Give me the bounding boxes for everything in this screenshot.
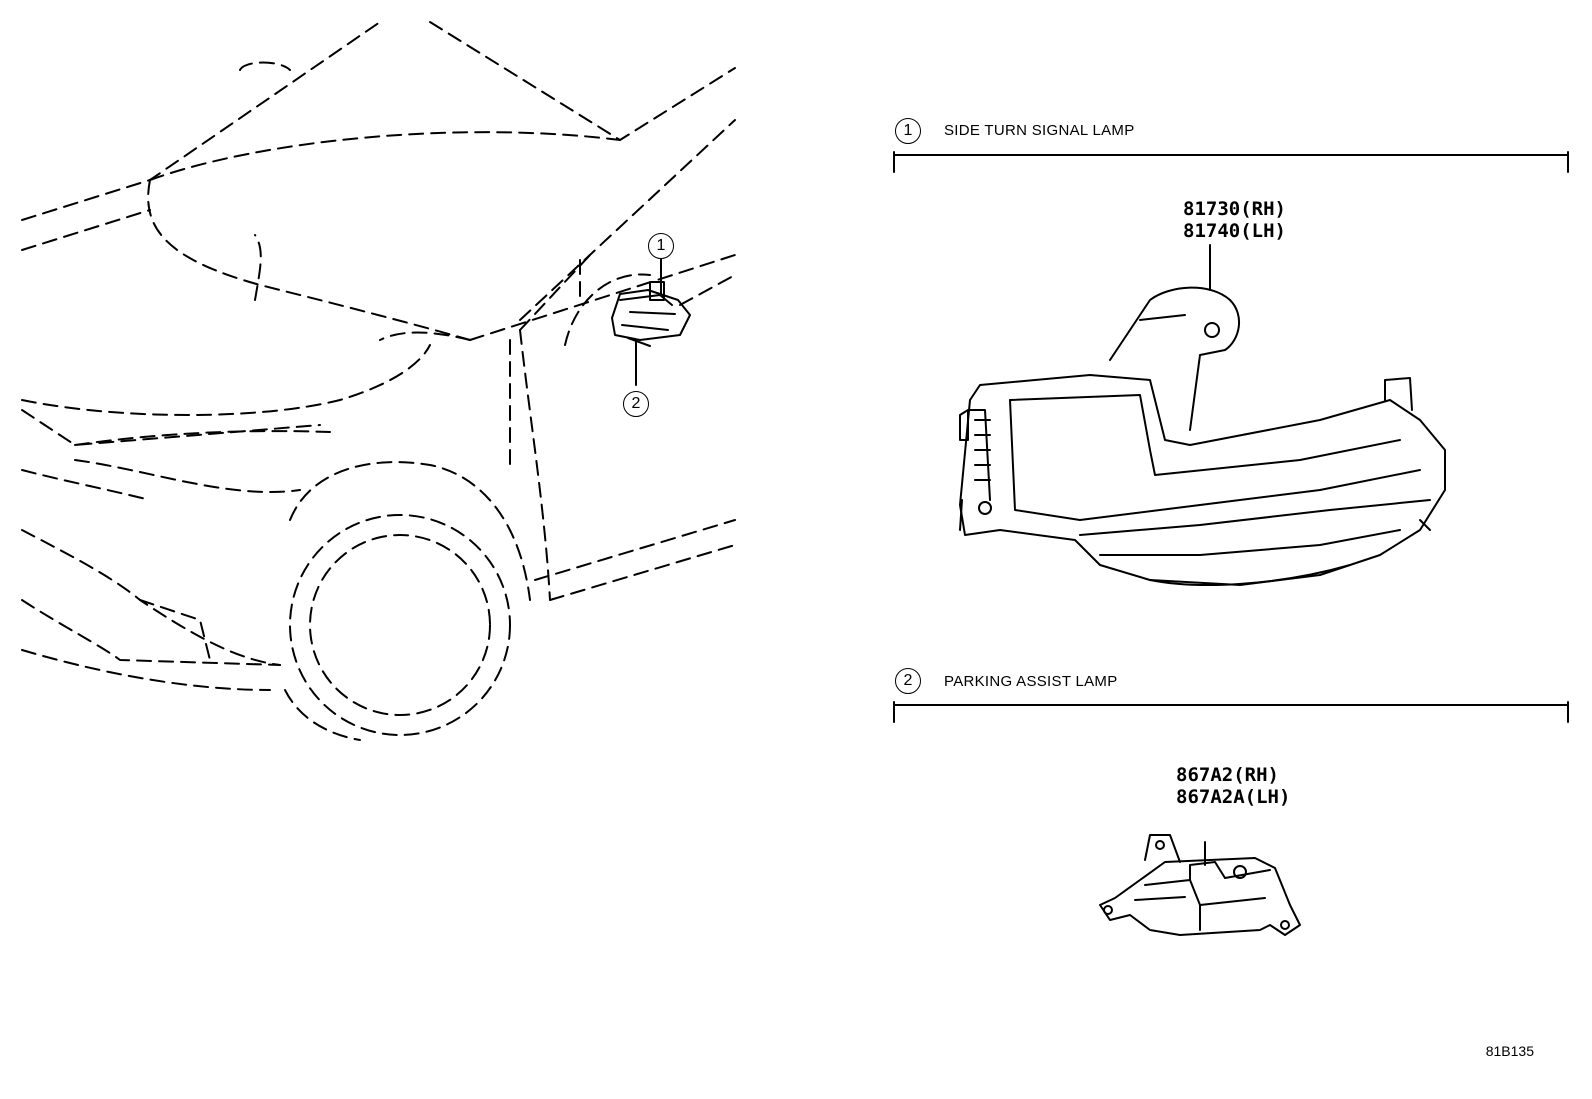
section-number-2: 2	[895, 668, 921, 694]
side-turn-signal-lamp-drawing	[959, 244, 1446, 586]
callout-marker-1[interactable]: 1	[648, 233, 674, 259]
section-bracket-2	[893, 701, 1569, 723]
part-number[interactable]: 867A2A(LH)	[1176, 786, 1291, 808]
part-number[interactable]: 867A2(RH)	[1176, 764, 1279, 786]
section-number-1: 1	[895, 118, 921, 144]
section-bracket-1	[893, 151, 1569, 173]
section-title-2: PARKING ASSIST LAMP	[944, 673, 1118, 690]
mirror-assembly	[611, 281, 691, 347]
parking-assist-lamp-drawing	[1099, 834, 1301, 936]
vehicle-outline	[21, 21, 736, 741]
callout-marker-2[interactable]: 2	[623, 391, 649, 417]
part-number[interactable]: 81730(RH)	[1183, 198, 1286, 220]
diagram-id: 81B135	[1485, 1043, 1534, 1059]
part-number[interactable]: 81740(LH)	[1183, 220, 1286, 242]
section-title-1: SIDE TURN SIGNAL LAMP	[944, 122, 1135, 139]
